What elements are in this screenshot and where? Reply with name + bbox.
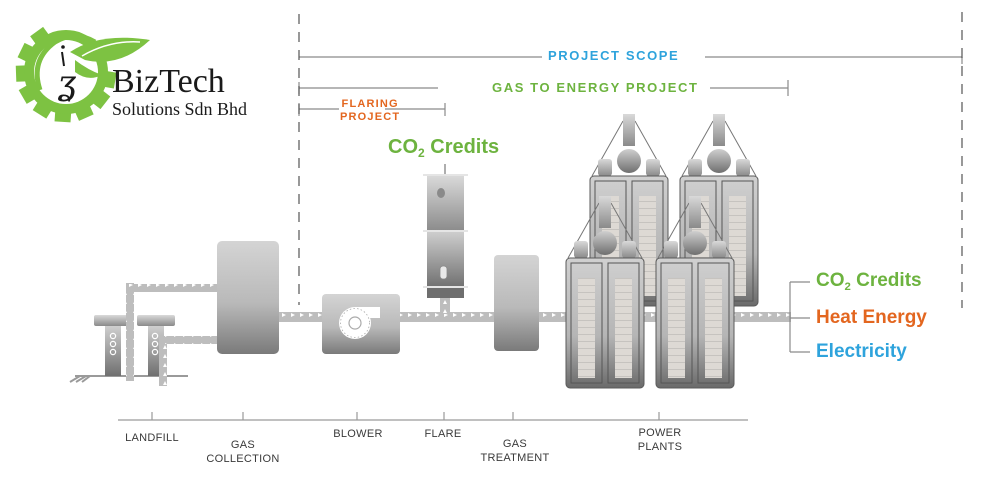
stage-label-line2: COLLECTION bbox=[206, 453, 280, 465]
company-name: BizTech bbox=[112, 63, 225, 100]
stage-label-line1: GAS bbox=[230, 439, 256, 451]
gas-treatment-vessel bbox=[494, 255, 539, 351]
power-plant-front-right bbox=[655, 196, 735, 389]
landfill-well-1 bbox=[94, 315, 132, 376]
collection-pipe-1 bbox=[126, 283, 222, 381]
stage-label-line1: FLARE bbox=[424, 428, 462, 440]
svg-text:ʓ: ʓ bbox=[57, 63, 77, 103]
stage-gas-collection: GAS COLLECTION bbox=[198, 438, 288, 466]
co2-prefix: CO bbox=[388, 136, 418, 158]
flaring-label-line2: PROJECT bbox=[340, 111, 401, 123]
co2-subscript: 2 bbox=[418, 146, 425, 161]
power-plant-front-left bbox=[565, 196, 645, 389]
logo-gear-icon: ʓ bbox=[15, 26, 150, 123]
output-co2-suffix: Credits bbox=[850, 270, 922, 291]
stage-landfill: LANDFILL bbox=[108, 431, 196, 445]
blower-fan-icon bbox=[339, 307, 380, 339]
project-scope-label: PROJECT SCOPE bbox=[542, 48, 686, 63]
flaring-project-label: FLARING PROJECT bbox=[340, 98, 400, 124]
stage-label-line2: TREATMENT bbox=[480, 452, 550, 464]
output-co2-prefix: CO bbox=[816, 270, 845, 291]
stage-axis bbox=[118, 412, 748, 421]
landfill-well-2 bbox=[137, 315, 175, 376]
output-heat-energy: Heat Energy bbox=[816, 307, 927, 328]
gas-to-energy-label: GAS TO ENERGY PROJECT bbox=[486, 80, 705, 95]
gas-collection-vessel bbox=[217, 241, 279, 354]
blower-unit bbox=[322, 294, 400, 354]
stage-label-line1: LANDFILL bbox=[125, 432, 179, 444]
output-co2-subscript: 2 bbox=[844, 280, 851, 293]
flare-stack bbox=[423, 174, 468, 314]
output-co2-credits: CO2 Credits bbox=[816, 270, 922, 293]
stage-label-line1: GAS bbox=[502, 438, 528, 450]
output-electricity: Electricity bbox=[816, 341, 907, 362]
stage-label-line1: POWER bbox=[638, 427, 682, 439]
output-bracket bbox=[789, 281, 810, 353]
gas-to-energy-bracket bbox=[298, 80, 789, 96]
power-plants bbox=[565, 114, 759, 389]
stage-blower: BLOWER bbox=[313, 427, 403, 441]
project-scope-bracket bbox=[299, 56, 963, 64]
gear-tooth bbox=[32, 98, 54, 119]
stage-label-line2: PLANTS bbox=[637, 441, 683, 453]
gear-tooth bbox=[30, 26, 52, 48]
stage-label-line1: BLOWER bbox=[333, 428, 383, 440]
stage-flare: FLARE bbox=[400, 427, 486, 441]
stage-power-plants: POWER PLANTS bbox=[620, 426, 700, 454]
collection-pipe-2 bbox=[159, 336, 222, 386]
gear-tooth bbox=[89, 87, 111, 110]
flaring-label-line1: FLARING bbox=[341, 98, 399, 110]
company-subtitle: Solutions Sdn Bhd bbox=[112, 99, 248, 119]
co2-suffix: Credits bbox=[424, 136, 500, 158]
stage-gas-treatment: GAS TREATMENT bbox=[475, 437, 555, 465]
flare-co2-credits-label: CO2 Credits bbox=[388, 136, 499, 160]
